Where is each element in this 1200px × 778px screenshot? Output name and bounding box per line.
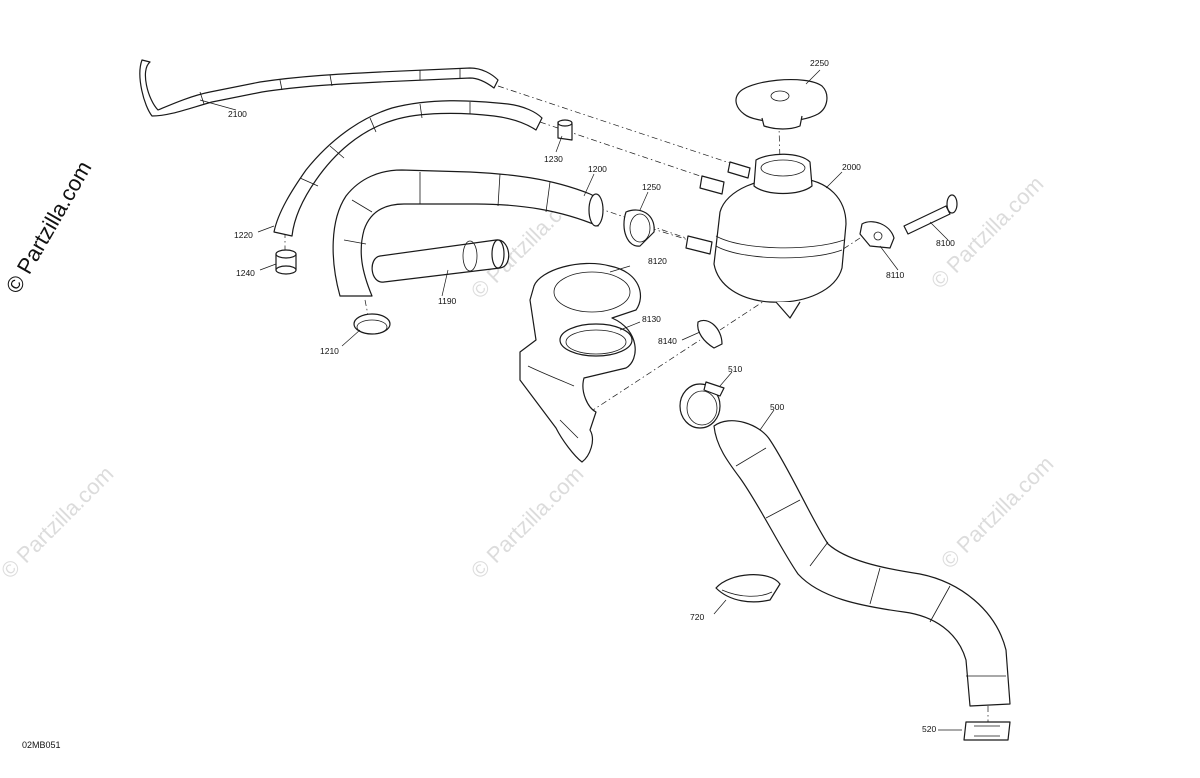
- callout-8120[interactable]: 8120: [648, 256, 667, 266]
- callout-1230[interactable]: 1230: [544, 154, 563, 164]
- callout-8140[interactable]: 8140: [658, 336, 677, 346]
- hose-500[interactable]: [713, 420, 1011, 707]
- bracket-8120[interactable]: [519, 262, 641, 463]
- watermark-text: © Partzilla.com: [926, 171, 1049, 294]
- callout-1240[interactable]: 1240: [236, 268, 255, 278]
- callout-720[interactable]: 720: [690, 612, 704, 622]
- mount-8110[interactable]: [859, 221, 895, 249]
- callout-2250[interactable]: 2250: [810, 58, 829, 68]
- callout-labels: 2100 1220 1240 1210 1190 1230 1200 1250 …: [228, 58, 955, 734]
- watermark-text: © Partzilla.com: [936, 451, 1059, 574]
- grommet-8140[interactable]: [697, 319, 723, 349]
- bolt-8100[interactable]: [903, 194, 958, 235]
- callout-1200[interactable]: 1200: [588, 164, 607, 174]
- callout-8130[interactable]: 8130: [642, 314, 661, 324]
- clamp-1250[interactable]: [623, 209, 655, 247]
- callout-1220[interactable]: 1220: [234, 230, 253, 240]
- clamp-510[interactable]: [679, 381, 725, 429]
- clamp-720[interactable]: [715, 574, 781, 603]
- callout-510[interactable]: 510: [728, 364, 742, 374]
- callout-8100[interactable]: 8100: [936, 238, 955, 248]
- callout-2000[interactable]: 2000: [842, 162, 861, 172]
- watermark-text: © Partzilla.com: [0, 461, 118, 584]
- clamp-520[interactable]: [963, 721, 1011, 741]
- callout-1190[interactable]: 1190: [438, 296, 457, 306]
- hose-2100[interactable]: [139, 59, 499, 117]
- diagram-code: 02MB051: [22, 740, 61, 750]
- leader-lines: [199, 69, 962, 731]
- callout-1250[interactable]: 1250: [642, 182, 661, 192]
- seal-8130[interactable]: [559, 323, 633, 357]
- callout-500[interactable]: 500: [770, 402, 784, 412]
- clamp-1210[interactable]: [353, 313, 391, 335]
- callout-2100[interactable]: 2100: [228, 109, 247, 119]
- hose-1220[interactable]: [273, 100, 543, 237]
- ring-1240[interactable]: [275, 249, 297, 275]
- callout-1210[interactable]: 1210: [320, 346, 339, 356]
- brand-watermark: © Partzilla.com: [1, 157, 97, 298]
- clamp-1230[interactable]: [557, 119, 573, 141]
- reservoir-cap-2250[interactable]: [735, 79, 828, 130]
- callout-520[interactable]: 520: [922, 724, 936, 734]
- hose-1200[interactable]: [332, 169, 604, 297]
- hose-1190[interactable]: [371, 239, 510, 283]
- coolant-reservoir-2000[interactable]: [685, 153, 847, 319]
- callout-8110[interactable]: 8110: [886, 270, 905, 280]
- watermark-text: © Partzilla.com: [466, 461, 589, 584]
